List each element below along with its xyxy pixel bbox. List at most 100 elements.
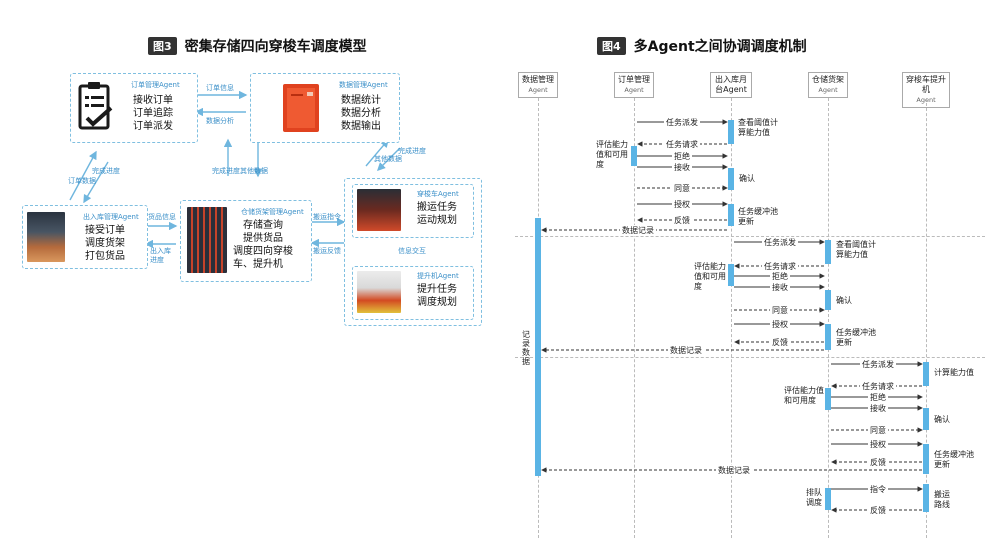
- rack-agent-box: 仓储货架管理Agent 存储查询 提供货品 调度四向穿梭 车、提升机: [180, 200, 312, 282]
- p2-buffer-note: 任务缓冲池更新: [836, 328, 876, 347]
- p3-reject-msg: 拒绝: [868, 392, 888, 403]
- p3-agree-msg: 同意: [868, 425, 888, 436]
- rack-agent-label: 仓储货架管理Agent: [241, 208, 304, 216]
- activation-dock-2: [728, 168, 734, 190]
- p3-feedback-msg: 反馈: [868, 457, 888, 468]
- shuttle-agent-line-1: 搬运任务: [417, 202, 457, 213]
- p2-check-note: 查看阈值计算能力值: [836, 240, 876, 259]
- p3-dispatch-msg: 任务派发: [860, 359, 896, 370]
- activation-data: [535, 218, 541, 476]
- activation-dock-4: [728, 264, 734, 286]
- p2-dispatch-msg: 任务派发: [762, 237, 798, 248]
- p1-reject-msg: 拒绝: [672, 151, 692, 162]
- phase-divider-1: [515, 236, 985, 237]
- p2-reject-msg: 拒绝: [770, 271, 790, 282]
- p3-calc-note: 计算能力值: [934, 368, 974, 377]
- edge-data-analysis: 数据分析: [206, 117, 234, 125]
- fig3-title: 图3 密集存储四向穿梭车调度模型: [148, 36, 367, 56]
- p2-feedback-msg: 反馈: [770, 337, 790, 348]
- p3-confirm-note: 确认: [934, 415, 950, 424]
- p2-accept-msg: 接收: [770, 282, 790, 293]
- rack-photo: [187, 207, 227, 273]
- activation-rack-4: [825, 388, 831, 410]
- p3-buffer-note: 任务缓冲池更新: [934, 450, 974, 469]
- p4-queue-note: 排队调度: [806, 488, 822, 507]
- shuttle-agent-box: 穿梭车Agent 搬运任务 运动规划: [352, 184, 474, 238]
- p1-request-msg: 任务请求: [664, 139, 700, 150]
- lifeline-order: [634, 98, 635, 538]
- activation-shuttle-2: [923, 408, 929, 430]
- server-icon: [283, 84, 319, 132]
- lift-agent-box: 提升机Agent 提升任务 调度规划: [352, 266, 474, 320]
- activation-shuttle-4: [923, 484, 929, 512]
- activation-dock-1: [728, 120, 734, 144]
- p1-buffer-note: 任务缓冲池更新: [738, 207, 778, 226]
- p1-eval-note: 评估能力值和可用度: [596, 140, 628, 169]
- data-agent-line-3: 数据输出: [341, 121, 381, 132]
- p1-record-msg: 数据记录: [620, 225, 656, 236]
- lift-agent-label: 提升机Agent: [417, 272, 459, 280]
- order-agent-line-1: 接收订单: [133, 95, 173, 106]
- edge-carry-feedback: 搬运反馈: [313, 247, 341, 255]
- p2-request-msg: 任务请求: [762, 261, 798, 272]
- data-agent-box: 数据管理Agent 数据统计 数据分析 数据输出: [250, 73, 400, 143]
- activation-shuttle-1: [923, 362, 929, 386]
- edge-order-info: 订单信息: [206, 84, 234, 92]
- edge-other-data-1: 其他数据: [240, 167, 268, 175]
- clipboard-icon: [78, 82, 113, 130]
- lift-photo: [357, 271, 401, 313]
- edge-complete-progress-1: 完成进度: [92, 167, 120, 175]
- lifeline-dock: [731, 98, 732, 538]
- rack-agent-line-2: 提供货品: [243, 233, 283, 244]
- p3-accept-msg: 接收: [868, 403, 888, 414]
- fig3-tag: 图3: [148, 37, 177, 55]
- order-agent-line-3: 订单派发: [133, 121, 173, 132]
- activation-rack-1: [825, 240, 831, 264]
- p3-auth-msg: 授权: [868, 439, 888, 450]
- fig4-tag: 图4: [597, 37, 626, 55]
- p2-auth-msg: 授权: [770, 319, 790, 330]
- lane-head-dock: 出入库月台Agent: [710, 72, 752, 98]
- edge-info-exchange: 信息交互: [398, 247, 426, 255]
- lifeline-rack: [828, 98, 829, 538]
- p4-feedback-msg: 反馈: [868, 505, 888, 516]
- activation-order-1: [631, 146, 637, 166]
- edge-other-data-2: 其他数据: [374, 155, 402, 163]
- order-agent-line-2: 订单追踪: [133, 108, 173, 119]
- edge-carry-cmd: 搬运指令: [313, 213, 341, 221]
- p1-dispatch-msg: 任务派发: [664, 117, 700, 128]
- warehouse-photo: [27, 212, 65, 262]
- data-agent-line-1: 数据统计: [341, 95, 381, 106]
- activation-rack-2: [825, 290, 831, 310]
- record-data-label: 记录数据: [522, 330, 530, 366]
- rack-agent-line-1: 存储查询: [243, 220, 283, 231]
- fig3-title-text: 密集存储四向穿梭车调度模型: [184, 39, 367, 55]
- io-agent-box: 出入库管理Agent 接受订单 调度货架 打包货品: [22, 205, 148, 269]
- io-agent-line-3: 打包货品: [85, 251, 125, 262]
- fig4-title-text: 多Agent之间协调调度机制: [633, 39, 807, 55]
- p2-record-msg: 数据记录: [668, 345, 704, 356]
- edge-complete-progress-3: 完成进度: [398, 147, 426, 155]
- io-agent-label: 出入库管理Agent: [83, 213, 139, 221]
- data-agent-label: 数据管理Agent: [339, 81, 388, 89]
- order-agent-label: 订单管理Agent: [131, 81, 180, 89]
- shuttle-photo: [357, 189, 401, 231]
- p2-eval-note: 评估能力值和可用度: [694, 262, 726, 291]
- edge-order-data: 订单数据: [68, 177, 96, 185]
- p1-accept-msg: 接收: [672, 162, 692, 173]
- lift-agent-line-2: 调度规划: [417, 297, 457, 308]
- edge-goods-info: 货品信息: [148, 213, 176, 221]
- p4-carry-note: 搬运路线: [934, 490, 950, 509]
- lift-agent-line-1: 提升任务: [417, 284, 457, 295]
- phase-divider-2: [515, 357, 985, 358]
- io-agent-line-2: 调度货架: [85, 238, 125, 249]
- rack-agent-line-4: 车、提升机: [233, 259, 283, 270]
- p3-record-msg: 数据记录: [716, 465, 752, 476]
- fig4-title: 图4 多Agent之间协调调度机制: [597, 36, 807, 56]
- p1-auth-msg: 授权: [672, 199, 692, 210]
- rack-agent-line-3: 调度四向穿梭: [233, 246, 293, 257]
- activation-rack-3: [825, 324, 831, 350]
